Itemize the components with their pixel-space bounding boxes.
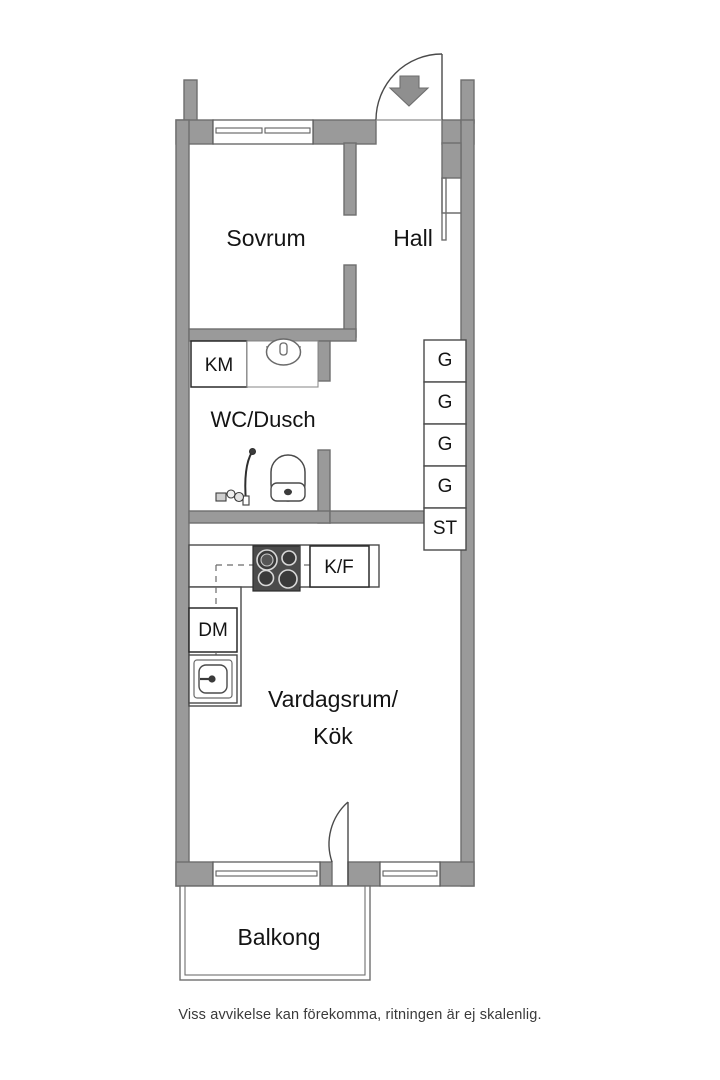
dm-box [188, 607, 238, 653]
walls-group [175, 79, 475, 887]
stove-icon [252, 545, 301, 592]
wall-wc-south [188, 510, 331, 524]
room-label-sovrum: Sovrum [226, 225, 305, 251]
wall-exterior-left [175, 119, 190, 887]
appliance-label-kf: K/F [324, 557, 354, 578]
closet-label-g-4: G [438, 476, 453, 497]
kitchen-group [188, 544, 380, 707]
wall-bottom-middle [347, 861, 381, 887]
appliance-label-km: KM [205, 355, 234, 376]
wall-bottom-left [175, 861, 214, 887]
closet-label-st: ST [433, 518, 458, 539]
balcony-outline [179, 885, 371, 981]
room-label-balkong: Balkong [237, 924, 320, 950]
floor-drain-icon [215, 489, 245, 503]
wall-stub-top-left [183, 79, 198, 124]
closet-column [423, 339, 467, 551]
wall-stub-top-right [460, 79, 475, 124]
windows-group [212, 119, 441, 887]
room-label-kok: Kök [313, 723, 353, 749]
wall-bedroom-hall-lower [343, 264, 357, 338]
window-left [212, 861, 321, 887]
disclaimer-text: Viss avvikelse kan förekomma, ritningen … [178, 1007, 542, 1023]
window-right [379, 861, 441, 887]
wall-bedroom-south [188, 328, 357, 342]
entrance-door [375, 53, 443, 121]
labels-group: Sovrum Hall WC/Dusch Vardagsrum/ Kök Bal… [198, 225, 457, 950]
wall-hall-niche-top [441, 142, 462, 179]
kf-box [309, 545, 370, 588]
wall-wc-east-upper [317, 340, 331, 382]
bathroom-fixtures [190, 338, 319, 506]
kitchen-sink-icon [188, 654, 238, 704]
closet-label-g-1: G [438, 350, 453, 371]
wall-bottom-right [439, 861, 475, 887]
room-label-wc-dusch: WC/Dusch [210, 407, 315, 432]
bathroom-sink-icon [265, 338, 302, 366]
wall-hall-niche-outline [441, 178, 461, 214]
shower-icon [242, 448, 256, 506]
entrance-arrow-icon [388, 75, 430, 107]
appliance-label-dm: DM [198, 620, 228, 641]
doors-group [328, 53, 443, 887]
toilet-icon [270, 454, 306, 502]
room-label-hall: Hall [393, 225, 433, 251]
wall-top-middle [312, 119, 377, 145]
wall-bottom-jamb-left [319, 861, 333, 887]
room-label-vardagsrum: Vardagsrum/ [268, 686, 399, 712]
wall-bedroom-hall-upper [343, 142, 357, 216]
closet-label-g-3: G [438, 434, 453, 455]
window-bedroom [212, 119, 314, 145]
closet-label-g-2: G [438, 392, 453, 413]
km-box [190, 340, 248, 388]
